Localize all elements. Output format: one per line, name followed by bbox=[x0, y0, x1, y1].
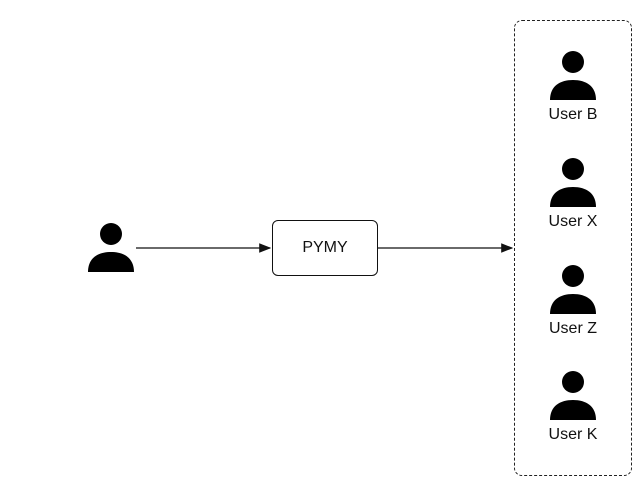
recipient-label: User Z bbox=[549, 320, 597, 337]
person-icon bbox=[550, 51, 596, 100]
recipient-user-k: User K bbox=[514, 370, 632, 444]
process-label: PYMY bbox=[302, 239, 348, 256]
recipient-user-b: User B bbox=[514, 50, 632, 124]
process-node: PYMY bbox=[272, 220, 378, 276]
recipient-label: User X bbox=[548, 213, 598, 230]
person-icon bbox=[88, 223, 134, 272]
recipient-user-z: User Z bbox=[514, 264, 632, 338]
person-icon bbox=[550, 265, 596, 314]
recipient-label: User K bbox=[548, 426, 598, 443]
recipient-user-x: User X bbox=[514, 157, 632, 231]
person-icon bbox=[550, 371, 596, 420]
sender-user bbox=[86, 222, 136, 279]
person-icon bbox=[550, 158, 596, 207]
recipient-label: User B bbox=[548, 106, 598, 123]
recipients-group bbox=[514, 20, 632, 476]
